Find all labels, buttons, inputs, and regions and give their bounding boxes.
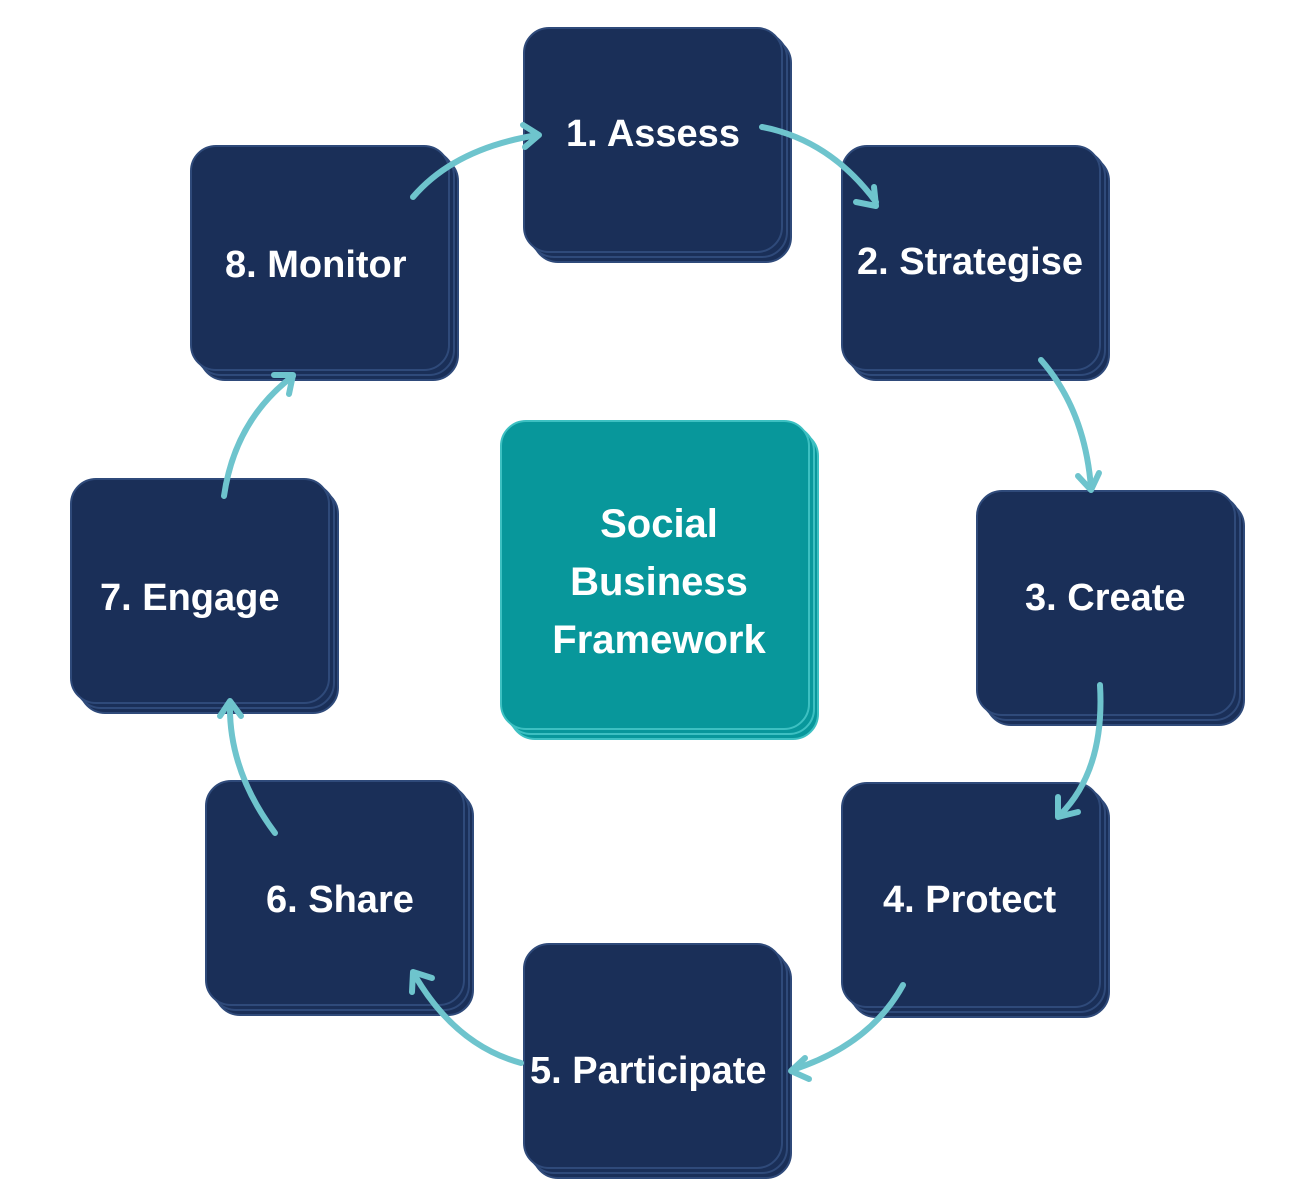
step-box-strategise xyxy=(841,145,1110,381)
step-label-share: 6. Share xyxy=(266,879,414,921)
center-title-line: Business xyxy=(570,560,748,604)
step-label-engage: 7. Engage xyxy=(100,577,280,619)
step-label-create: 3. Create xyxy=(1025,577,1186,619)
step-box-monitor xyxy=(190,145,459,381)
center-title-line: Social xyxy=(600,502,718,546)
arrowhead-icon xyxy=(853,184,879,209)
step-box-create xyxy=(976,490,1245,726)
arrowhead-icon xyxy=(409,969,435,995)
center-title: Social Business Framework xyxy=(500,495,818,669)
step-box-assess xyxy=(523,27,792,263)
arrowhead-icon xyxy=(520,122,542,150)
step-label-protect: 4. Protect xyxy=(883,879,1057,921)
arrow-monitor-to-assess xyxy=(410,132,541,200)
step-box-participate xyxy=(523,943,792,1179)
arrowhead-icon xyxy=(271,372,296,397)
arrow-engage-to-monitor xyxy=(221,373,296,499)
center-title-line: Framework xyxy=(552,618,766,662)
step-box-share xyxy=(205,780,474,1016)
arrow-protect-to-participate xyxy=(789,982,906,1073)
arrow-participate-to-share xyxy=(411,971,524,1066)
step-label-strategise: 2. Strategise xyxy=(857,241,1083,283)
arrow-share-to-engage xyxy=(226,699,278,836)
arrowhead-icon xyxy=(217,698,244,719)
arrowhead-icon xyxy=(1055,794,1081,820)
arrowhead-icon xyxy=(1075,470,1102,493)
center-box xyxy=(500,420,819,740)
step-label-assess: 1. Assess xyxy=(566,113,740,155)
arrow-create-to-protect xyxy=(1057,682,1104,818)
arrowhead-icon xyxy=(788,1055,812,1082)
step-label-monitor: 8. Monitor xyxy=(225,244,407,286)
arrow-assess-to-strategise xyxy=(759,124,879,205)
arrow-strategise-to-create xyxy=(1038,357,1094,491)
step-label-participate: 5. Participate xyxy=(530,1050,767,1092)
step-box-protect xyxy=(841,782,1110,1018)
step-box-engage xyxy=(70,478,339,714)
